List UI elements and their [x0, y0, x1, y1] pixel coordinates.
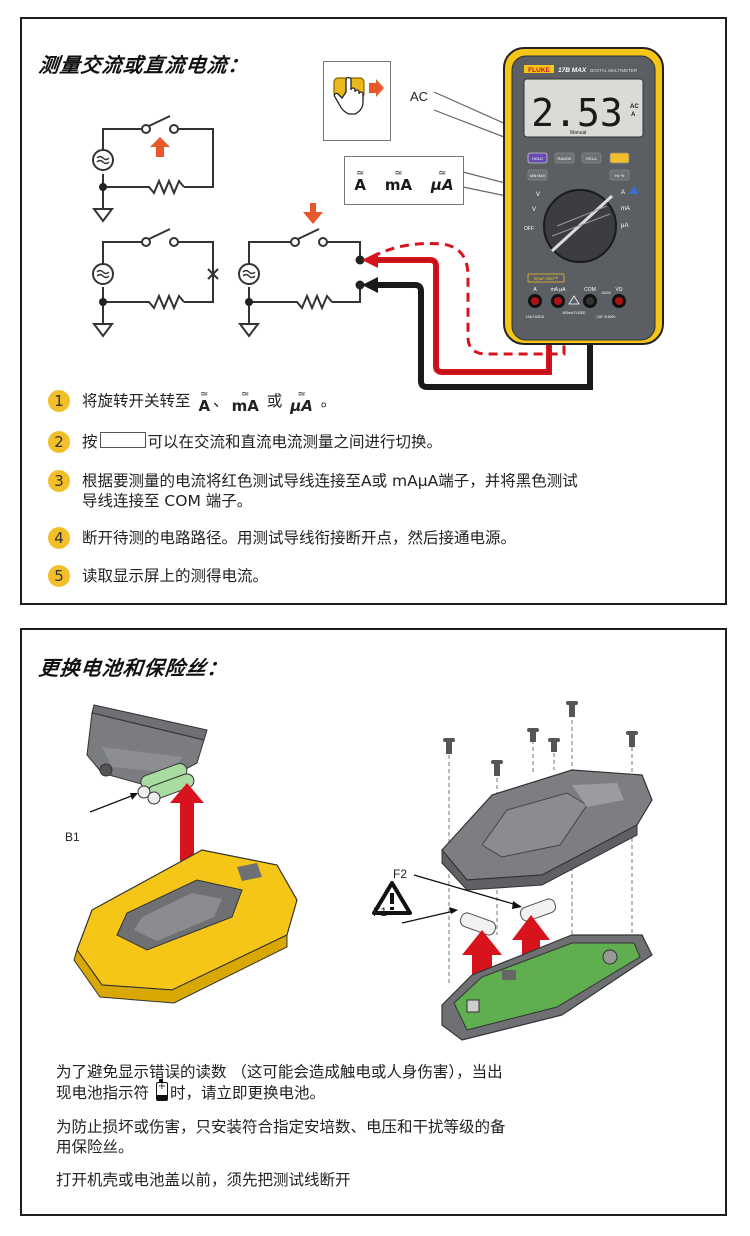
- ac-button-callout: [323, 61, 391, 141]
- ac-label: AC: [410, 89, 429, 104]
- subtitle-label: DIGITAL MULTIMETER: [590, 68, 638, 73]
- fuse2-label: F2: [393, 867, 408, 881]
- svg-text:HOLD: HOLD: [532, 156, 543, 161]
- svg-text:RANGE: RANGE: [557, 156, 572, 161]
- meter-inserted-circuit: [238, 228, 361, 338]
- screws-icon: [443, 701, 638, 776]
- multimeter: FLUKE 17B MAX DIGITAL MULTIMETER 2.53 AC…: [502, 46, 665, 346]
- up-arrow-icon: [512, 915, 550, 975]
- svg-text:Input Alert™: Input Alert™: [534, 276, 559, 281]
- brand-logo: FLUKE: [528, 67, 550, 74]
- model-label: 17B MAX: [558, 67, 587, 74]
- range-uA: ≃μA: [430, 167, 454, 194]
- up-arrow-icon: [150, 137, 170, 157]
- range-button: [554, 152, 575, 164]
- down-arrow-icon: [303, 203, 323, 224]
- battery-label: B1: [65, 830, 80, 844]
- svg-text:AC: AC: [630, 104, 639, 110]
- ac-microamp-symbol: ≃μA: [290, 389, 313, 415]
- circuit-diagram: [92, 115, 593, 390]
- step-1: 1 将旋转开关转至 ≃A 、 ≃mA 或 ≃μA 。: [48, 389, 336, 415]
- arrow-right-icon: [369, 79, 384, 97]
- svg-text:V: V: [532, 207, 536, 213]
- fuse-replacement-illustration: [372, 701, 653, 1041]
- ac-dc-key-icon: [99, 432, 146, 448]
- step-number: 4: [48, 527, 70, 549]
- svg-text:A: A: [533, 287, 537, 293]
- svg-text:mA μA: mA μA: [551, 287, 566, 293]
- svg-text:A: A: [621, 190, 625, 196]
- replace-battery-fuse-panel: 更换电池和保险丝： B1: [20, 628, 727, 1216]
- minmax-button: [527, 169, 548, 181]
- circuit-board: [453, 942, 641, 1031]
- svg-text:400mA FUSED: 400mA FUSED: [563, 311, 587, 315]
- lcd-display: [523, 78, 644, 138]
- svg-text:OFF: OFF: [524, 226, 534, 232]
- battery-warning-text: 为了避免显示错误的读数 （这可能会造成触电或人身伤害），当出 现电池指示符 时，…: [56, 1062, 656, 1103]
- step-3: 3 根据要测量的电流将红色测试导线连接至A或 mAμA端子，并将黑色测试 导线连…: [48, 470, 578, 511]
- svg-text:CAT III 600V: CAT III 600V: [596, 315, 616, 319]
- svg-text:mA: mA: [621, 206, 630, 212]
- step-5: 5 读取显示屏上的测得电流。: [48, 565, 268, 587]
- svg-text:10A FUSED: 10A FUSED: [526, 315, 545, 319]
- section-title: 更换电池和保险丝：: [37, 656, 230, 680]
- rel-button: [581, 152, 602, 164]
- step-number: 2: [48, 431, 70, 453]
- battery-replacement-illustration: [73, 704, 298, 1004]
- ac-amp-symbol: ≃A: [198, 389, 211, 415]
- svg-text:RELΔ: RELΔ: [586, 156, 597, 161]
- batteries-icon: [137, 763, 195, 805]
- hand-pointer-icon: [333, 76, 364, 115]
- probe-black-icon: [362, 277, 378, 293]
- hz-button: [609, 169, 630, 181]
- fuses-icon: [459, 898, 557, 936]
- step-2: 2 按 可以在交流和直流电流测量之间进行切换。: [48, 431, 442, 453]
- display-value: 2.53: [531, 91, 623, 135]
- ac-milliamp-symbol: ≃mA: [231, 389, 259, 415]
- svg-text:Hz %: Hz %: [615, 173, 625, 178]
- warning-icon: [372, 881, 412, 915]
- current-ranges-callout: ≃A ≃mA ≃μA: [344, 156, 464, 205]
- hold-button: [527, 152, 548, 164]
- step-number: 3: [48, 470, 70, 492]
- red-lead-alt-dashed: [371, 242, 566, 356]
- measure-current-panel: 测量交流或直流电流：: [20, 17, 727, 605]
- up-arrow-icon: [170, 783, 204, 865]
- black-test-lead: [370, 282, 593, 390]
- svg-text:COM: COM: [584, 287, 596, 293]
- svg-text:MIN MAX: MIN MAX: [530, 174, 546, 178]
- red-test-lead: [370, 257, 552, 375]
- fuse1-label: F1: [373, 905, 388, 919]
- range-A: ≃A: [354, 167, 367, 194]
- open-circuit: [92, 228, 219, 338]
- svg-text:μA: μA: [621, 223, 628, 229]
- svg-text:Manual: Manual: [570, 130, 586, 136]
- step-number: 1: [48, 390, 70, 412]
- svg-text:A: A: [631, 112, 636, 118]
- ac-dc-yellow-button: [609, 152, 630, 164]
- closed-circuit: [92, 115, 214, 223]
- step-4: 4 断开待测的电路路径。用测试导线衔接断开点，然后接通电源。: [48, 527, 516, 549]
- disconnect-leads-text: 打开机壳或电池盖以前，须先把测试线断开: [56, 1171, 351, 1189]
- probe-red-icon: [362, 252, 378, 268]
- svg-text:VΩ: VΩ: [615, 287, 622, 293]
- fuse-warning-text: 为防止损坏或伤害，只安装符合指定安培数、电压和干扰等级的备 用保险丝。: [56, 1118, 506, 1156]
- svg-text:V: V: [536, 192, 540, 198]
- step-number: 5: [48, 565, 70, 587]
- battery-indicator-icon: [155, 1079, 168, 1101]
- range-mA: ≃mA: [384, 167, 413, 194]
- svg-text:1000V: 1000V: [601, 291, 612, 295]
